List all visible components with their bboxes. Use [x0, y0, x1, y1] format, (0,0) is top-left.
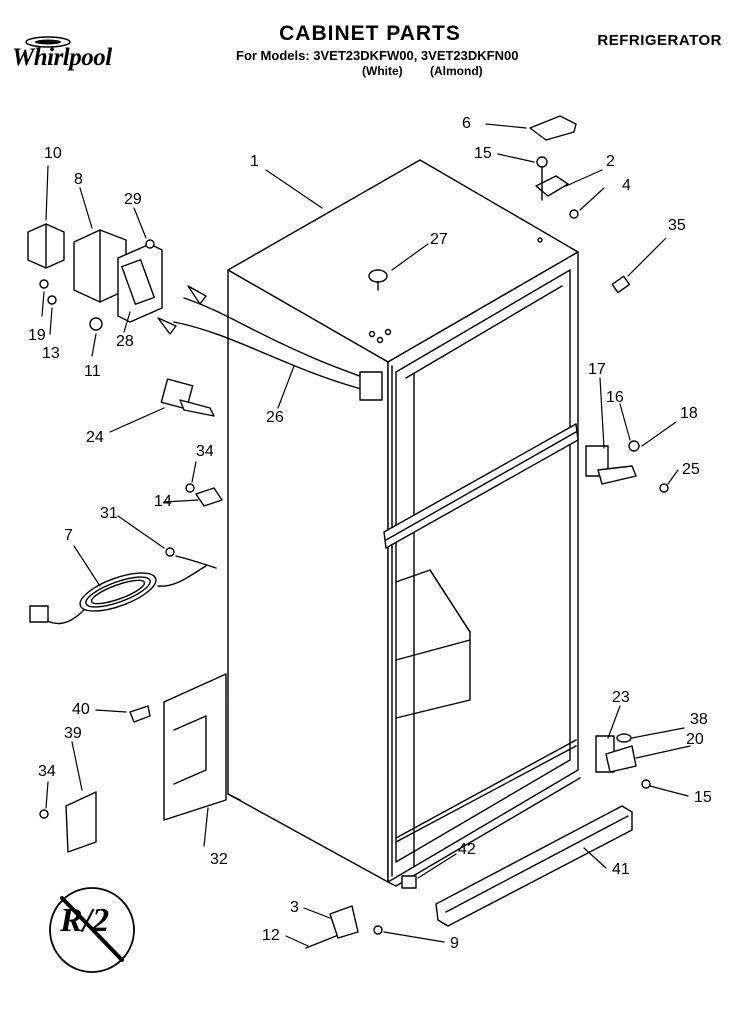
- page-title: CABINET PARTS: [279, 22, 461, 45]
- part-callout-17: 17: [588, 361, 606, 378]
- part-callout-10: 10: [44, 145, 62, 162]
- part-callout-20: 20: [686, 731, 704, 748]
- part-callout-8: 8: [74, 171, 83, 188]
- part-callout-38: 38: [690, 711, 708, 728]
- color-almond-label: (Almond): [430, 64, 483, 78]
- part-callout-2: 2: [606, 153, 615, 170]
- part-callout-7: 7: [64, 527, 73, 544]
- part-callout-3: 3: [290, 899, 299, 916]
- part-callout-29: 29: [124, 191, 142, 208]
- part-callout-34-lower: 34: [38, 763, 56, 780]
- whirlpool-logo: [25, 36, 71, 48]
- part-callout-39: 39: [64, 725, 82, 742]
- part-callout-6: 6: [462, 115, 471, 132]
- part-callout-13: 13: [42, 345, 60, 362]
- part-callout-4: 4: [622, 177, 631, 194]
- part-callout-18: 18: [680, 405, 698, 422]
- leader-lines: [41, 123, 691, 947]
- part-callout-23: 23: [612, 689, 630, 706]
- category-label: REFRIGERATOR: [597, 32, 722, 49]
- color-white-label: (White): [362, 64, 403, 78]
- part-callout-16: 16: [606, 389, 624, 406]
- part-callout-34-upper: 34: [196, 443, 214, 460]
- part-callout-41: 41: [612, 861, 630, 878]
- part-callout-31: 31: [100, 505, 118, 522]
- part-callout-11: 11: [84, 363, 101, 380]
- part-callout-35: 35: [668, 217, 686, 234]
- part-callout-19: 19: [28, 327, 46, 344]
- part-callout-9: 9: [450, 935, 459, 952]
- part-callout-15-top: 15: [474, 145, 492, 162]
- part-callout-12: 12: [262, 927, 280, 944]
- r2-stamp: R/2: [60, 902, 110, 939]
- part-callout-28: 28: [116, 333, 134, 350]
- part-callout-15-bottom: 15: [694, 789, 712, 806]
- part-callout-25: 25: [682, 461, 700, 478]
- part-callout-1: 1: [250, 153, 259, 170]
- part-callout-42: 42: [458, 841, 476, 858]
- part-callout-14: 14: [154, 493, 172, 510]
- brand-name: Whirlpool: [12, 44, 112, 71]
- part-callout-27: 27: [430, 231, 448, 248]
- part-callout-32: 32: [210, 851, 228, 868]
- refrigerator-cabinet: [227, 159, 581, 887]
- models-line: For Models: 3VET23DKFW00, 3VET23DKFN00: [236, 48, 519, 63]
- part-callout-40: 40: [72, 701, 90, 718]
- part-callout-24: 24: [86, 429, 104, 446]
- part-callout-26: 26: [266, 409, 284, 426]
